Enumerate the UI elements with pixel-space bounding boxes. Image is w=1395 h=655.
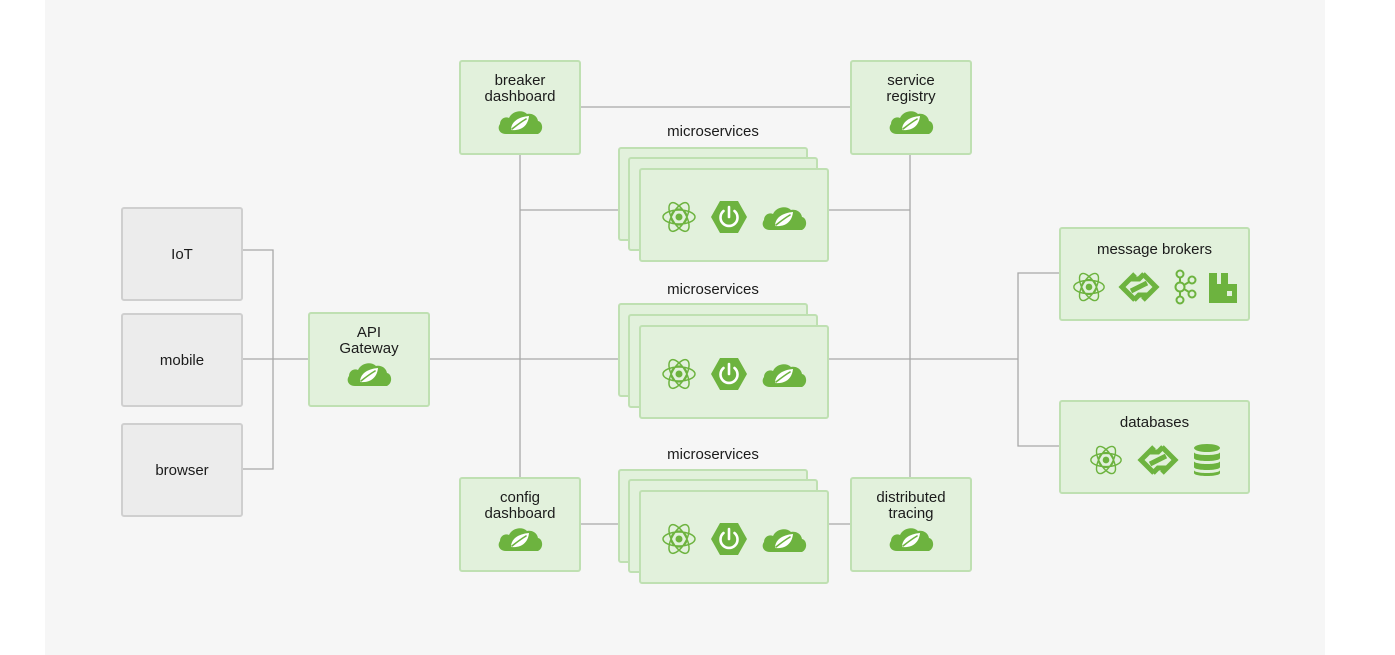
registry-line1: service	[887, 72, 935, 89]
spring-boot-power-icon	[710, 356, 748, 392]
spring-leaf-icon	[761, 528, 807, 553]
spring-leaf-icon	[887, 104, 935, 143]
atom-icon	[662, 355, 696, 393]
api-gateway-label: API Gateway	[310, 325, 428, 357]
spring-boot-power-icon	[710, 199, 748, 235]
config-dashboard-label: config dashboard	[461, 490, 579, 522]
registry-line2: registry	[886, 88, 936, 105]
api-gateway-line2: Gateway	[339, 340, 399, 357]
service-registry-label: service registry	[852, 73, 970, 105]
api-gateway-line1: API	[356, 324, 382, 341]
spring-leaf-icon	[761, 206, 807, 231]
spring-boot-power-icon	[710, 521, 748, 557]
message-brokers-label: message brokers	[1096, 241, 1213, 258]
config-dashboard-box: config dashboard	[459, 477, 581, 572]
microservices-title: microservices	[667, 281, 759, 298]
databases-box: databases	[1059, 400, 1250, 494]
kafka-icon	[1174, 269, 1196, 305]
rabbitmq-icon	[1208, 273, 1237, 303]
config-line2: dashboard	[484, 505, 556, 522]
spring-leaf-icon	[761, 363, 807, 388]
chain-link-icon	[1117, 269, 1161, 305]
config-line1: config	[499, 489, 541, 506]
distributed-tracing-box: distributed tracing	[850, 477, 972, 572]
microservices-title: microservices	[667, 123, 759, 140]
spring-leaf-icon	[496, 104, 544, 143]
distributed-tracing-label: distributed tracing	[852, 490, 970, 522]
client-browser: browser	[121, 423, 243, 517]
message-brokers-box: message brokers	[1059, 227, 1250, 321]
database-icon	[1193, 444, 1220, 476]
client-iot-label: IoT	[171, 245, 193, 263]
atom-icon	[1089, 442, 1122, 478]
breaker-dashboard-label: breaker dashboard	[461, 73, 579, 105]
client-mobile: mobile	[121, 313, 243, 407]
service-registry-box: service registry	[850, 60, 972, 155]
tracing-line1: distributed	[876, 489, 946, 506]
microservice-card-front	[639, 325, 829, 419]
microservices-title: microservices	[667, 446, 759, 463]
breaker-line1: breaker	[494, 72, 546, 89]
spring-leaf-icon	[887, 521, 935, 560]
api-gateway-box: API Gateway	[308, 312, 430, 407]
atom-icon	[662, 520, 696, 558]
atom-icon	[662, 198, 696, 236]
client-mobile-label: mobile	[159, 351, 205, 369]
tracing-line2: tracing	[888, 505, 934, 522]
microservice-card-front	[639, 490, 829, 584]
breaker-line2: dashboard	[484, 88, 556, 105]
databases-label: databases	[1119, 414, 1190, 431]
spring-leaf-icon	[496, 521, 544, 560]
breaker-dashboard-box: breaker dashboard	[459, 60, 581, 155]
client-iot: IoT	[121, 207, 243, 301]
chain-link-icon	[1136, 442, 1180, 478]
client-browser-label: browser	[155, 461, 209, 479]
microservice-card-front	[639, 168, 829, 262]
atom-icon	[1072, 269, 1105, 305]
spring-leaf-icon	[345, 356, 393, 395]
